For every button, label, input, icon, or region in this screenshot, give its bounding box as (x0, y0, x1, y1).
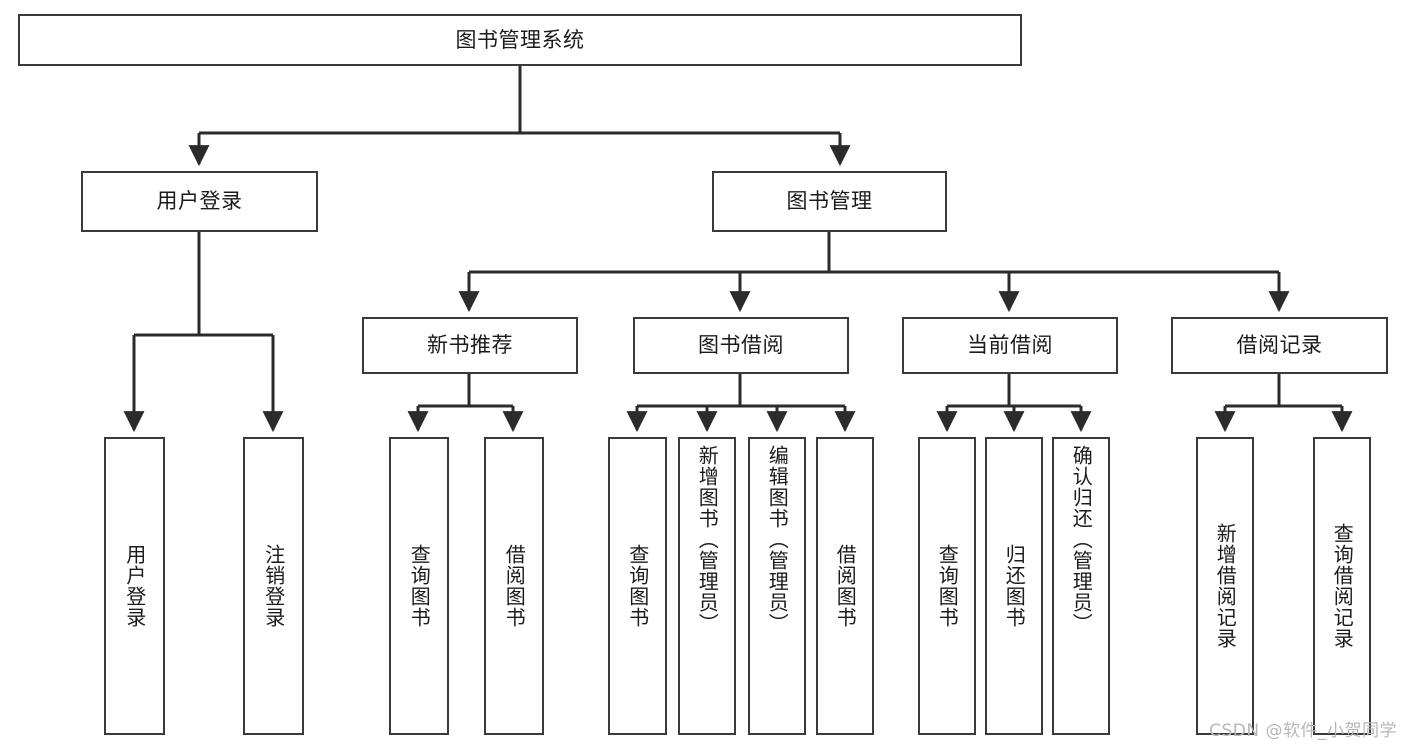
node-borrow-record[interactable]: 借阅记录 (1171, 317, 1388, 374)
node-current-borrow-label: 当前借阅 (967, 333, 1053, 357)
node-book-borrow[interactable]: 图书借阅 (633, 317, 849, 374)
node-leaf-query-book-1-label: 查询图书 (407, 544, 432, 628)
node-book-borrow-label: 图书借阅 (698, 333, 784, 357)
node-leaf-add-record-label: 新增借阅记录 (1213, 523, 1238, 649)
node-leaf-query-record-label: 查询借阅记录 (1330, 523, 1355, 649)
node-leaf-query-book-2-label: 查询图书 (625, 544, 650, 628)
node-leaf-borrow-book-2[interactable]: 借阅图书 (816, 437, 874, 735)
node-root-label: 图书管理系统 (455, 27, 585, 52)
node-leaf-borrow-book-1[interactable]: 借阅图书 (484, 437, 544, 735)
node-user-login[interactable]: 用户登录 (81, 171, 318, 232)
node-leaf-query-book-3[interactable]: 查询图书 (918, 437, 976, 735)
node-new-book-recommend[interactable]: 新书推荐 (362, 317, 578, 374)
node-leaf-query-record[interactable]: 查询借阅记录 (1313, 437, 1371, 735)
node-leaf-user-login[interactable]: 用户登录 (104, 437, 165, 735)
node-leaf-query-book-2[interactable]: 查询图书 (608, 437, 667, 735)
node-leaf-return-book[interactable]: 归还图书 (985, 437, 1043, 735)
csdn-watermark: CSDN @软件_小贺同学 (1209, 721, 1397, 741)
node-leaf-query-book-3-label: 查询图书 (935, 544, 960, 628)
node-book-manage-label: 图书管理 (786, 189, 873, 213)
node-leaf-confirm-return-label: 确认归还（管理员） (1069, 445, 1094, 634)
node-leaf-query-book-1[interactable]: 查询图书 (389, 437, 449, 735)
node-leaf-return-book-label: 归还图书 (1002, 544, 1027, 628)
node-leaf-borrow-book-1-label: 借阅图书 (502, 544, 527, 628)
node-leaf-borrow-book-2-label: 借阅图书 (833, 544, 858, 628)
node-root[interactable]: 图书管理系统 (18, 14, 1022, 66)
node-leaf-confirm-return[interactable]: 确认归还（管理员） (1052, 437, 1110, 735)
node-leaf-user-login-label: 用户登录 (122, 544, 147, 628)
node-user-login-label: 用户登录 (156, 189, 243, 213)
node-leaf-edit-book-label: 编辑图书（管理员） (765, 445, 790, 634)
node-leaf-add-book[interactable]: 新增图书（管理员） (678, 437, 736, 735)
node-leaf-add-record[interactable]: 新增借阅记录 (1196, 437, 1254, 735)
node-borrow-record-label: 借阅记录 (1236, 333, 1323, 357)
node-leaf-user-logout[interactable]: 注销登录 (243, 437, 304, 735)
node-new-book-recommend-label: 新书推荐 (427, 333, 513, 357)
node-leaf-user-logout-label: 注销登录 (261, 544, 286, 628)
node-leaf-add-book-label: 新增图书（管理员） (695, 445, 720, 634)
node-book-manage[interactable]: 图书管理 (712, 171, 947, 232)
node-current-borrow[interactable]: 当前借阅 (902, 317, 1118, 374)
node-leaf-edit-book[interactable]: 编辑图书（管理员） (748, 437, 806, 735)
